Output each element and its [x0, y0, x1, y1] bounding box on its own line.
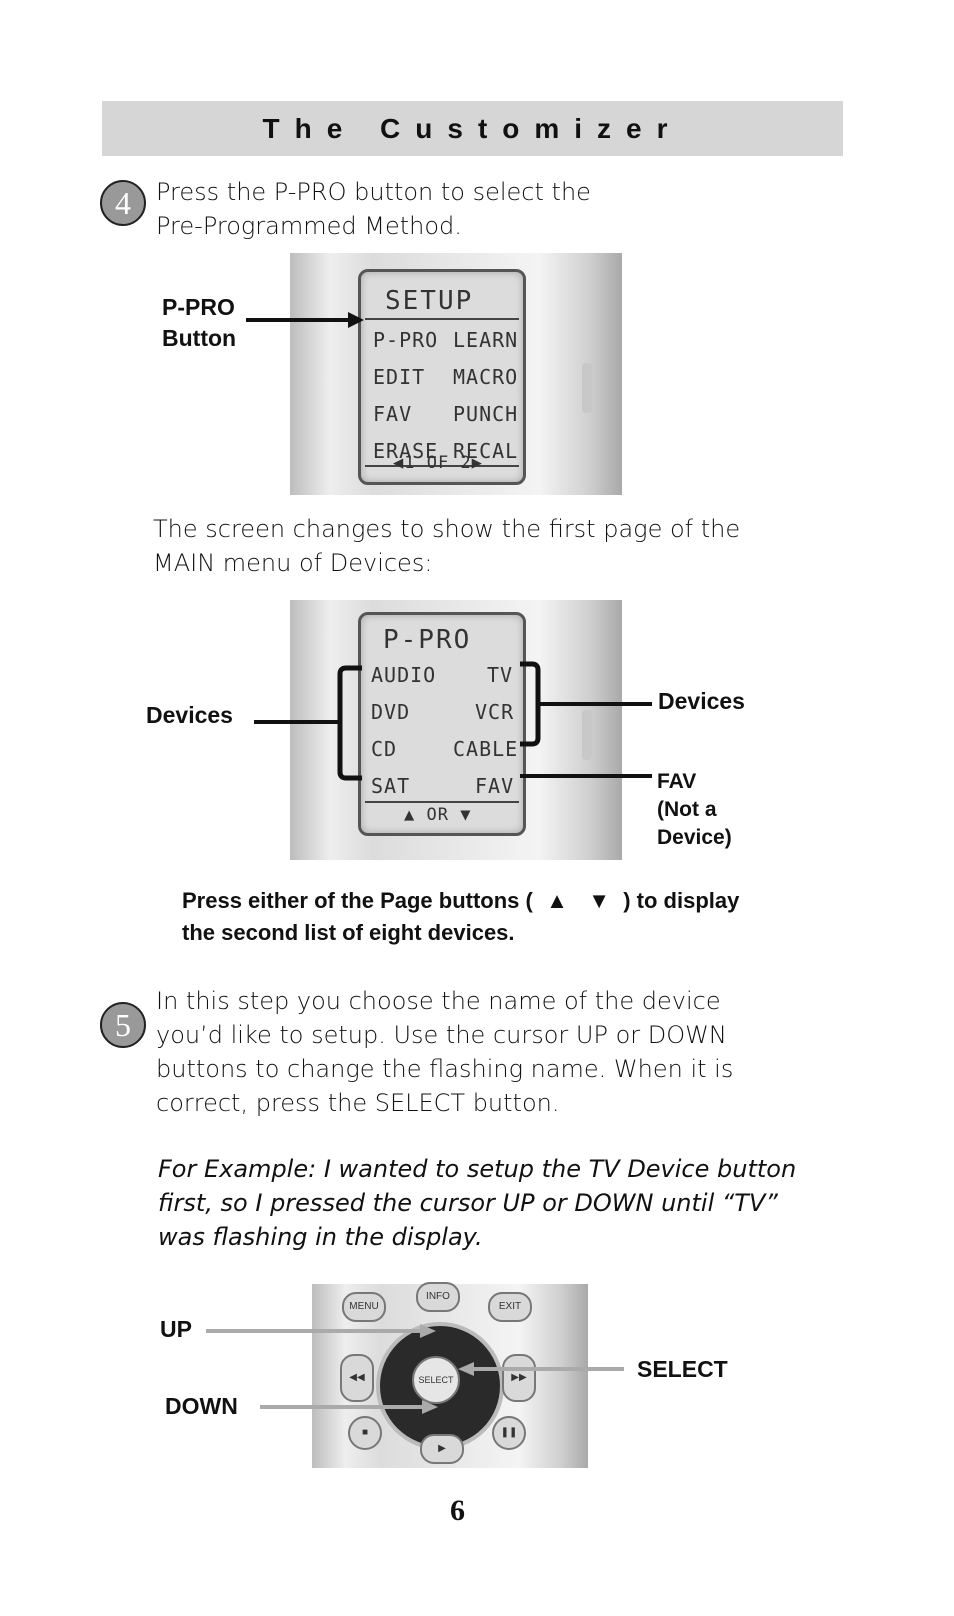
- page-number: 6: [450, 1494, 465, 1527]
- device-item-tv: TV: [487, 663, 514, 687]
- p-pro-callout-label: P-PRO Button: [162, 294, 237, 351]
- section-header-bar: [102, 101, 843, 156]
- device-item-dvd: DVD: [371, 700, 411, 724]
- page-up-icon: ▲: [546, 888, 568, 913]
- page-left-icon: ◀: [393, 453, 405, 473]
- devices-right-label: Devices: [658, 688, 745, 714]
- section-title: The Customizer: [262, 113, 683, 144]
- setup-item-edit: EDIT: [373, 365, 426, 389]
- screen-change-text: The screen changes to show the first pag…: [153, 515, 741, 577]
- rewind-icon: ◀◀: [340, 1354, 374, 1402]
- step-4-text: Press the P-PRO button to select the Pre…: [156, 175, 591, 243]
- step-5-example: For Example: I wanted to setup the TV De…: [158, 1155, 797, 1251]
- up-label: UP: [160, 1316, 192, 1342]
- remote-keypad-image: MENU INFO EXIT SELECT ◀◀ ▶▶ ■ ▶ ❚❚: [312, 1282, 588, 1468]
- page-down-icon: ▼: [588, 888, 610, 913]
- step-4-badge: 4: [100, 180, 146, 226]
- select-button: SELECT: [412, 1356, 460, 1404]
- step-4-line-2: Pre-Programmed Method.: [156, 212, 462, 240]
- devices-left-label: Devices: [146, 702, 233, 728]
- fav-not-device-label: FAV (Not a Device): [657, 770, 732, 849]
- keypad-callout-arrows: [206, 1324, 624, 1414]
- menu-button: MENU: [342, 1292, 386, 1322]
- setup-item-punch: PUNCH: [453, 402, 519, 426]
- device-item-cable: CABLE: [453, 737, 519, 761]
- select-label: SELECT: [637, 1356, 728, 1382]
- step-4-line-1: Press the P-PRO button to select the: [156, 178, 591, 206]
- page-buttons-note: Press either of the Page buttons ( ▲ ▼ )…: [182, 885, 739, 949]
- setup-title: SETUP: [385, 286, 474, 316]
- p-pro-title: P-PRO: [383, 625, 472, 655]
- remote-p-pro-screen-image: P-PRO AUDIO TV DVD VCR CD CABLE SAT FAV …: [290, 600, 622, 860]
- setup-lcd: SETUP P-PRO LEARN EDIT MACRO FAV PUNCH E…: [358, 269, 526, 485]
- page-up-icon: ▲: [404, 805, 416, 825]
- page-down-icon: ▼: [460, 805, 472, 825]
- setup-item-macro: MACRO: [453, 365, 519, 389]
- play-icon: ▶: [420, 1434, 464, 1464]
- p-pro-callout-arrow: [246, 312, 364, 328]
- p-pro-lcd: P-PRO AUDIO TV DVD VCR CD CABLE SAT FAV: [358, 612, 526, 836]
- page-right-icon: ▶: [471, 453, 483, 473]
- pause-icon: ❚❚: [492, 1416, 526, 1450]
- step-5-badge: 5: [100, 1002, 146, 1048]
- remote-setup-screen-image: SETUP P-PRO LEARN EDIT MACRO FAV PUNCH E…: [290, 253, 622, 495]
- down-label: DOWN: [165, 1393, 238, 1419]
- device-item-sat: SAT: [371, 774, 411, 798]
- stop-icon: ■: [348, 1416, 382, 1450]
- fast-forward-icon: ▶▶: [502, 1354, 536, 1402]
- setup-item-p-pro: P-PRO: [373, 328, 439, 352]
- p-pro-footer: ▲ OR ▼: [404, 805, 472, 825]
- device-bracket-callouts: [254, 661, 652, 781]
- device-item-vcr: VCR: [475, 700, 515, 724]
- side-button: [582, 710, 592, 760]
- setup-item-recal: RECAL: [453, 439, 519, 463]
- info-button: INFO: [416, 1282, 460, 1312]
- setup-footer: ◀1 OF 2▶: [393, 453, 483, 473]
- device-item-audio: AUDIO: [371, 663, 437, 687]
- device-item-fav: FAV: [475, 774, 515, 798]
- device-item-cd: CD: [371, 737, 398, 761]
- lcd-divider: [365, 801, 519, 803]
- setup-item-erase: ERASE: [373, 439, 439, 463]
- lcd-divider: [365, 465, 519, 467]
- setup-item-fav: FAV: [373, 402, 413, 426]
- exit-button: EXIT: [488, 1292, 532, 1322]
- step-5-text: In this step you choose the name of the …: [156, 987, 734, 1117]
- side-button: [582, 363, 592, 413]
- setup-item-learn: LEARN: [453, 328, 519, 352]
- lcd-divider: [365, 318, 519, 320]
